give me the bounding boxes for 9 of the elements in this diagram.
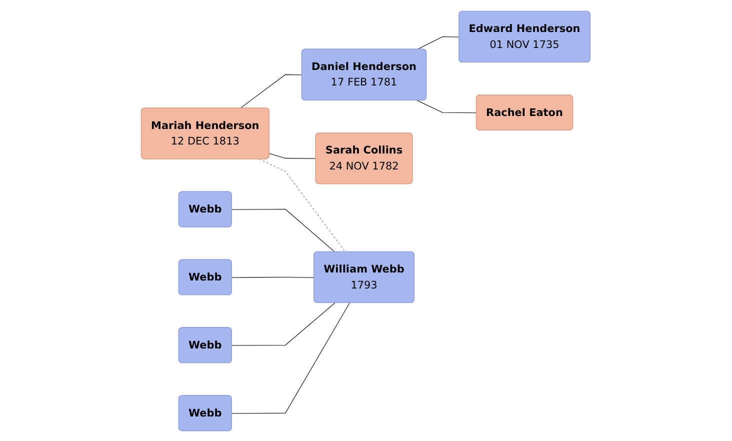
connector (269, 152, 317, 158)
connector (240, 74, 303, 108)
connector (417, 36, 460, 50)
connector (417, 100, 478, 113)
connector (232, 208, 336, 252)
connector (232, 302, 350, 414)
connector (259, 158, 346, 252)
connector (232, 276, 315, 278)
connector (232, 302, 336, 346)
